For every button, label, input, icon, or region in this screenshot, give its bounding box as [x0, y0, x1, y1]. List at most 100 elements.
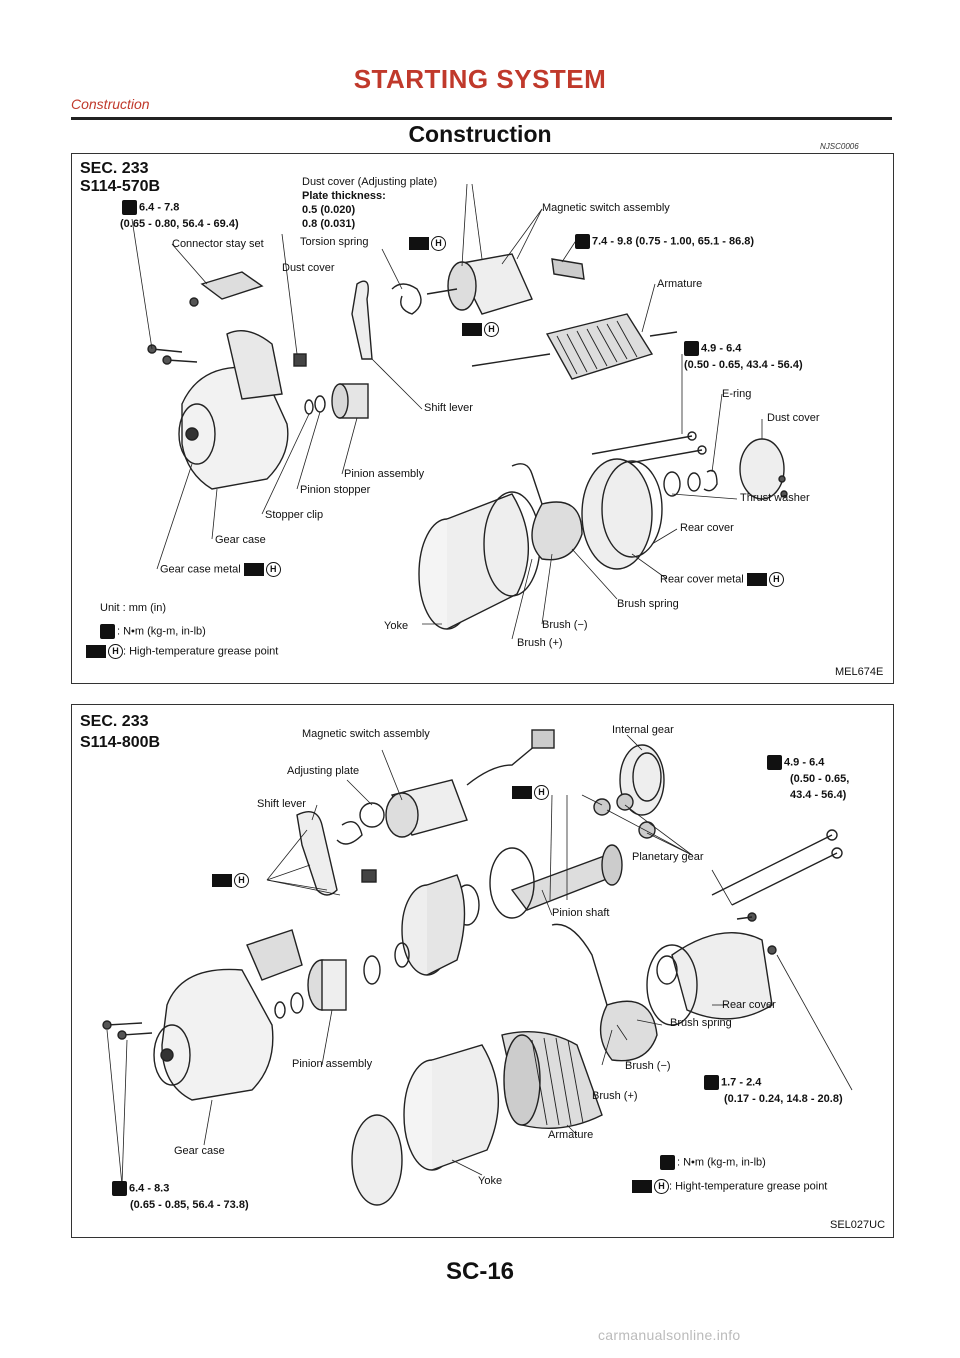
- label-yoke: Yoke: [384, 620, 409, 632]
- torque-wrench-icon: [575, 234, 590, 249]
- label-dust-cover-rear: Dust cover: [767, 412, 820, 424]
- torque-label-1-7-range: (0.17 - 0.24, 14.8 - 20.8): [724, 1093, 843, 1105]
- torque-wrench-icon: [112, 1181, 127, 1196]
- torque-label-6-4: 6.4 - 7.8: [122, 200, 179, 215]
- legend-grease-2: H: Hight-temperature grease point: [632, 1179, 827, 1194]
- label-magnetic-switch: Magnetic switch assembly: [542, 202, 670, 214]
- page-number: SC-16: [445, 1258, 515, 1285]
- torque-label-4-9-b-range2: 43.4 - 56.4): [790, 789, 847, 801]
- label-e-ring: E-ring: [722, 388, 752, 400]
- torque-wrench-icon: [684, 341, 699, 356]
- diagram2-ref-code: SEL027UC: [830, 1219, 886, 1231]
- torque-wrench-icon: [704, 1075, 719, 1090]
- grease-gun-icon: [632, 1180, 652, 1193]
- legend-grease: H: High-temperature grease point: [86, 644, 278, 659]
- label-magnetic-switch-2: Magnetic switch assembly: [302, 728, 430, 740]
- torque-wrench-icon: [122, 200, 137, 215]
- label-gear-case-metal: Gear case metal H: [160, 562, 281, 577]
- h-grease-icon: H: [431, 236, 446, 251]
- torque-label-4-9-b: 4.9 - 6.4: [767, 755, 824, 770]
- label-shift-lever-2: Shift lever: [257, 798, 306, 810]
- legend-unit: Unit : mm (in): [100, 602, 166, 614]
- label-internal-gear: Internal gear: [612, 724, 674, 736]
- label-armature-2: Armature: [548, 1129, 594, 1141]
- h-grease-icon: H: [654, 1179, 669, 1194]
- label-dust-cover: Dust cover: [282, 262, 335, 274]
- watermark: carmanualsonline.info: [598, 1327, 741, 1343]
- torque-wrench-icon: [100, 624, 115, 639]
- grease-gun-icon: [746, 573, 767, 586]
- label-brush-minus-2: Brush (−): [625, 1060, 671, 1072]
- label-brush-spring-2: Brush spring: [670, 1017, 732, 1029]
- diagram2-model: S114-800B: [80, 734, 161, 751]
- torque-wrench-icon: [767, 755, 782, 770]
- label-brush-minus: Brush (−): [542, 619, 588, 631]
- diagram1-model: S114-570B: [80, 178, 161, 195]
- diagram2-sec: SEC. 233: [80, 713, 149, 730]
- torque-label-6-4-b-range: (0.65 - 0.85, 56.4 - 73.8): [130, 1199, 249, 1211]
- h-grease-icon: H: [484, 322, 499, 337]
- torque-label-4-9-b-range1: (0.50 - 0.65,: [790, 773, 850, 785]
- label-pinion-stopper: Pinion stopper: [300, 484, 371, 496]
- label-armature: Armature: [657, 278, 703, 290]
- grease-icon-armature: H: [462, 322, 499, 337]
- h-grease-icon: H: [108, 644, 123, 659]
- label-torsion-spring: Torsion spring: [300, 236, 369, 248]
- h-grease-icon: H: [768, 572, 784, 587]
- h-grease-icon: H: [265, 562, 281, 577]
- label-connector-stay: Connector stay set: [172, 238, 264, 250]
- label-plate-thickness-2: 0.8 (0.031): [302, 218, 356, 230]
- grease-icon-magnetic: H: [409, 236, 446, 251]
- torque-label-7-4: 7.4 - 9.8 (0.75 - 1.00, 65.1 - 86.8): [575, 234, 754, 249]
- torque-label-1-7: 1.7 - 2.4: [704, 1075, 761, 1090]
- exploded-view-drawing-1: [131, 183, 788, 640]
- label-pinion-assembly-2: Pinion assembly: [292, 1058, 373, 1070]
- label-yoke-2: Yoke: [478, 1175, 503, 1187]
- grease-icon-lever: H: [212, 873, 249, 888]
- label-plate-thickness-1: 0.5 (0.020): [302, 204, 356, 216]
- label-stopper-clip: Stopper clip: [265, 509, 324, 521]
- label-rear-cover-2: Rear cover: [722, 999, 776, 1011]
- label-planetary-gear: Planetary gear: [632, 851, 704, 863]
- diagram1-sec: SEC. 233: [80, 160, 149, 177]
- grease-gun-icon: [512, 786, 532, 799]
- label-brush-plus-2: Brush (+): [592, 1090, 638, 1102]
- torque-label-6-4-b: 6.4 - 8.3: [112, 1181, 169, 1196]
- section-code: NJSC0006: [820, 142, 859, 151]
- h-grease-icon: H: [234, 873, 249, 888]
- section-title: Construction: [408, 121, 552, 147]
- label-brush-plus: Brush (+): [517, 637, 563, 649]
- torque-wrench-icon: [660, 1155, 675, 1170]
- diagram1-ref-code: MEL674E: [835, 666, 884, 678]
- label-rear-cover-metal: Rear cover metal H: [660, 572, 784, 587]
- label-gear-case: Gear case: [215, 534, 266, 546]
- torque-label-6-4-range: (0.65 - 0.80, 56.4 - 69.4): [120, 218, 239, 230]
- legend-torque: : N•m (kg-m, in-lb): [100, 624, 206, 639]
- label-thrust-washer: Thrust washer: [740, 492, 810, 504]
- page-header-subtitle: Construction: [71, 96, 150, 112]
- torque-label-4-9: 4.9 - 6.4: [684, 341, 741, 356]
- grease-icon-shaft: H: [512, 785, 549, 800]
- legend-torque-2: : N•m (kg-m, in-lb): [660, 1155, 766, 1170]
- diagram-s114-570b: SEC. 233 S114-570B 6.4 - 7.8 (0.65 - 0.8…: [71, 153, 894, 684]
- label-rear-cover: Rear cover: [680, 522, 734, 534]
- label-pinion-assembly: Pinion assembly: [344, 468, 425, 480]
- header-divider: [71, 117, 892, 120]
- label-shift-lever: Shift lever: [424, 402, 473, 414]
- page-header-title: STARTING SYSTEM: [353, 64, 607, 94]
- grease-gun-icon: [212, 874, 232, 887]
- diagram-s114-800b: SEC. 233 S114-800B Magnetic switch assem…: [71, 704, 894, 1238]
- grease-gun-icon: [243, 563, 264, 576]
- grease-gun-icon: [86, 645, 106, 658]
- label-plate-thickness: Plate thickness:: [302, 190, 386, 202]
- exploded-view-drawing-2: [102, 729, 853, 1206]
- label-adjusting-plate: Adjusting plate: [287, 765, 360, 777]
- label-brush-spring: Brush spring: [617, 598, 679, 610]
- grease-gun-icon: [462, 323, 482, 336]
- grease-gun-icon: [409, 237, 429, 250]
- h-grease-icon: H: [534, 785, 549, 800]
- label-gear-case-2: Gear case: [174, 1145, 225, 1157]
- label-dust-cover-adjusting: Dust cover (Adjusting plate): [302, 176, 438, 188]
- label-pinion-shaft: Pinion shaft: [552, 907, 610, 919]
- torque-label-4-9-range: (0.50 - 0.65, 43.4 - 56.4): [684, 359, 803, 371]
